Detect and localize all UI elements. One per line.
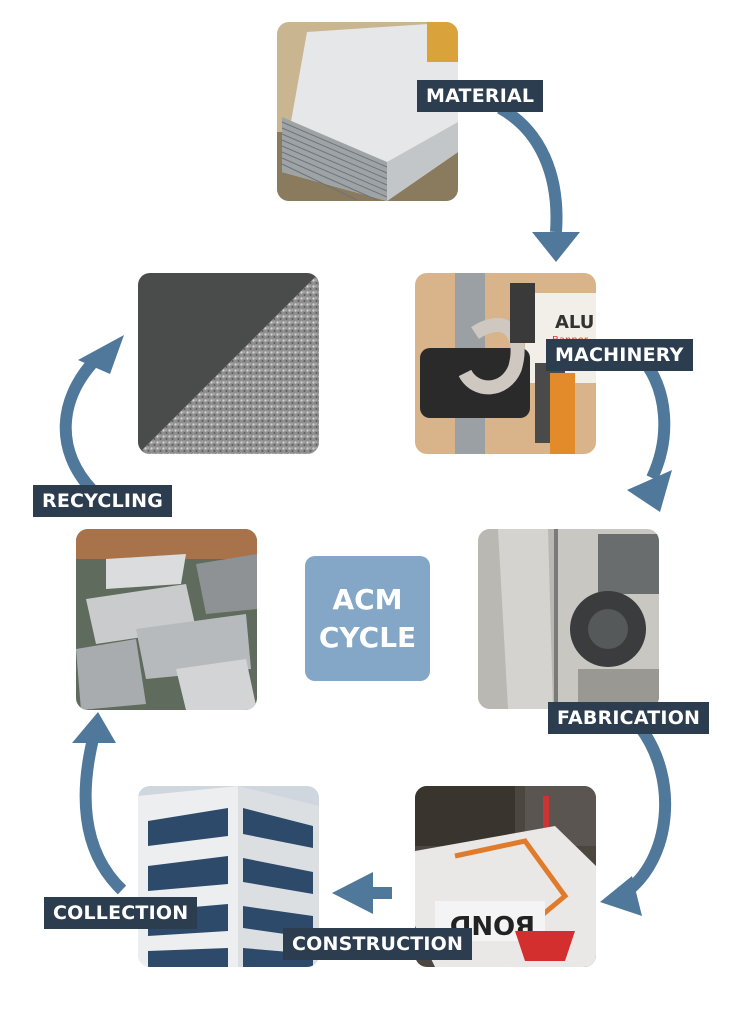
arrow-head-to-fabrication <box>627 470 672 512</box>
construction-photo: BOND <box>415 786 596 967</box>
cycle-title-line1: ACM <box>332 582 403 616</box>
stage-label-collection: COLLECTION <box>44 897 198 929</box>
svg-text:ALU: ALU <box>555 312 594 333</box>
arrow-head-to-machinery <box>532 232 580 262</box>
stage-label-material: MATERIAL <box>417 80 544 112</box>
recycling-granules-photo <box>138 273 319 454</box>
stage-label-construction: CONSTRUCTION <box>283 928 473 960</box>
arrow-head-to-scrap <box>72 712 116 743</box>
stage-label-fabrication: FABRICATION <box>548 702 710 734</box>
fabrication-photo <box>478 529 659 709</box>
material-photo <box>277 22 458 201</box>
stage-label-machinery: MACHINERY <box>546 339 693 371</box>
cycle-title-line2: CYCLE <box>318 620 417 654</box>
stage-label-recycling: RECYCLING <box>33 485 173 517</box>
arrow-head-to-collection <box>332 872 373 914</box>
scrap-panels-photo <box>76 529 257 710</box>
arrow-head-to-construction <box>600 876 642 916</box>
cycle-title-box: ACM CYCLE <box>305 556 430 681</box>
arrow-head-to-recycling <box>78 335 124 374</box>
